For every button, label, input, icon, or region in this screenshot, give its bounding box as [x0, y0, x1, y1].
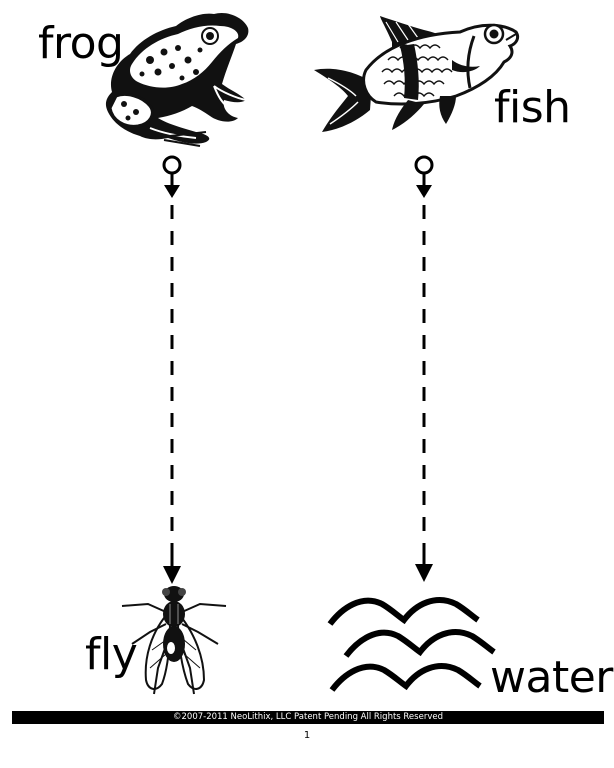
water-waves-icon [327, 597, 496, 692]
word-frog: frog [38, 18, 124, 69]
connector-fish-to-water [414, 155, 434, 582]
word-water: water [490, 652, 613, 703]
fly-icon [121, 586, 227, 695]
fish-icon [314, 16, 520, 132]
copyright-footer: ©2007-2011 NeoLithix, LLC Patent Pending… [12, 711, 604, 724]
page-number: 1 [303, 730, 311, 741]
word-fish: fish [494, 82, 571, 133]
connector-frog-to-fly [162, 155, 182, 584]
frog-icon [105, 12, 249, 147]
word-fly: fly [85, 629, 138, 680]
